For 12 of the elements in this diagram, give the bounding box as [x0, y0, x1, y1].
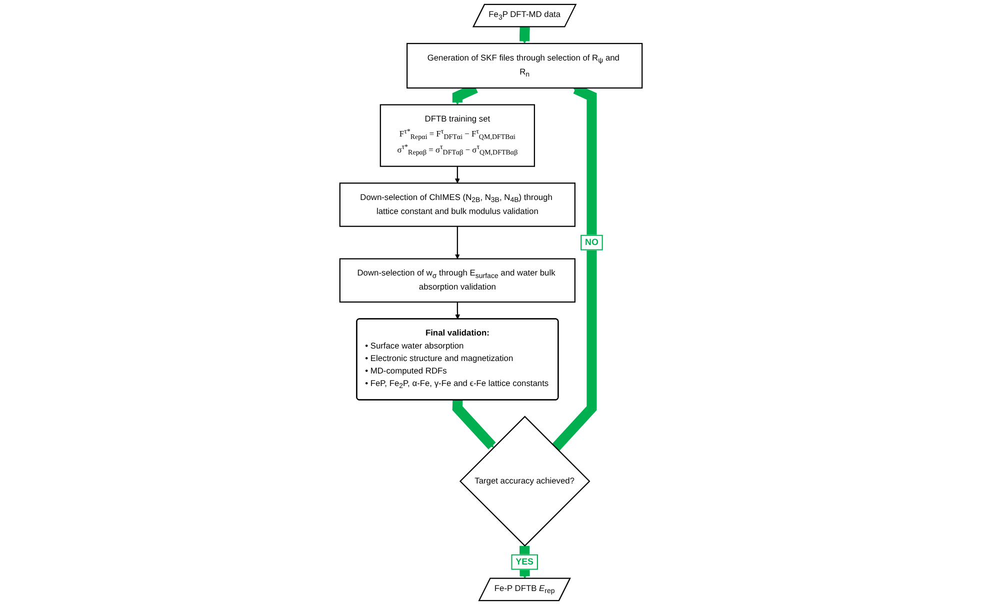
node-box	[380, 104, 535, 167]
node-diamond	[459, 416, 590, 547]
arrow	[455, 302, 460, 320]
edge-label: NO	[585, 238, 598, 248]
arrow	[452, 400, 496, 450]
edge-label: YES	[516, 557, 534, 567]
arrow	[454, 166, 460, 184]
node-box	[406, 42, 643, 89]
node-box	[339, 258, 576, 303]
arrow	[520, 26, 530, 44]
node-box	[339, 182, 576, 227]
arrow	[454, 226, 460, 260]
